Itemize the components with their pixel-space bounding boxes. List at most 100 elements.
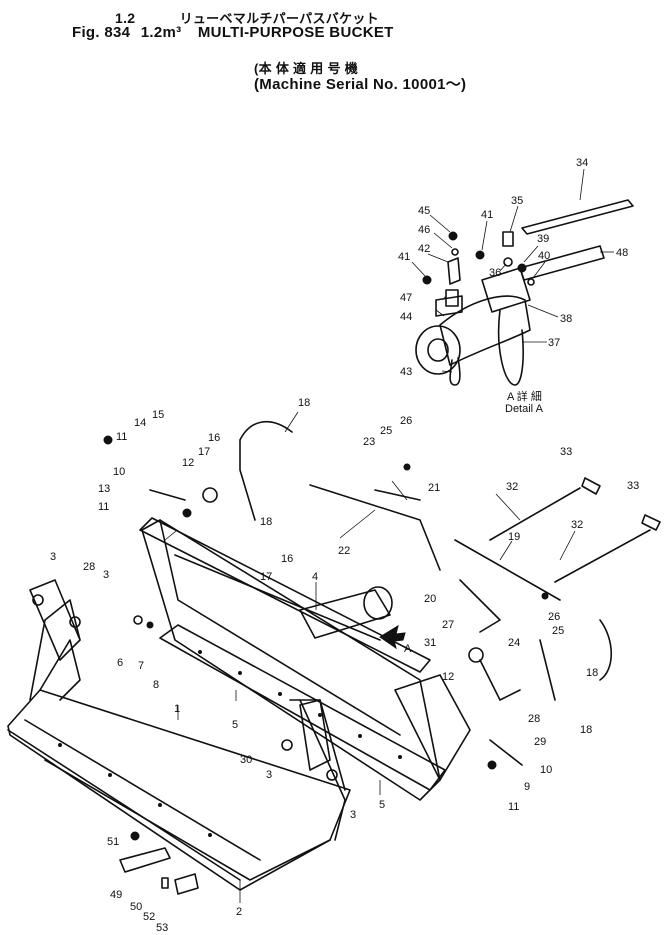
bolt-35 bbox=[502, 231, 514, 247]
callout-3b: 3 bbox=[103, 569, 109, 581]
callout-8: 8 bbox=[153, 679, 159, 691]
bolt-50 bbox=[161, 877, 169, 889]
callout-19: 19 bbox=[508, 531, 520, 543]
pin-13 bbox=[149, 489, 186, 501]
callout-15: 15 bbox=[152, 409, 164, 421]
callout-10b: 10 bbox=[540, 764, 552, 776]
callout-28a: 28 bbox=[83, 561, 95, 573]
callout-20: 20 bbox=[424, 593, 436, 605]
nut-39 bbox=[517, 263, 527, 273]
callout-40: 40 bbox=[538, 250, 550, 262]
callout-39: 39 bbox=[537, 233, 549, 245]
rod-34 bbox=[521, 199, 634, 235]
washer-46 bbox=[451, 248, 459, 256]
callout-1: 1 bbox=[174, 703, 180, 715]
callout-48: 48 bbox=[616, 247, 628, 259]
pin-3b bbox=[69, 616, 81, 628]
callout-16a: 16 bbox=[208, 432, 220, 444]
section-number: 1.2 bbox=[115, 10, 136, 26]
bolt-6 bbox=[133, 615, 143, 625]
callout-11a: 11 bbox=[116, 431, 127, 443]
callout-36: 36 bbox=[489, 267, 501, 279]
callout-46: 46 bbox=[418, 224, 430, 236]
pin-10 bbox=[489, 739, 523, 766]
callout-18c: 18 bbox=[586, 667, 598, 679]
callout-3c: 3 bbox=[266, 769, 272, 781]
callout-23: 23 bbox=[363, 436, 375, 448]
callout-51: 51 bbox=[107, 836, 119, 848]
hose-32b bbox=[554, 529, 651, 583]
link-12 bbox=[479, 659, 521, 701]
callout-2: 2 bbox=[236, 906, 242, 918]
cap-33a bbox=[581, 477, 601, 495]
callout-37: 37 bbox=[548, 337, 560, 349]
callout-5b: 5 bbox=[379, 799, 385, 811]
bucket-floor-2 bbox=[44, 759, 331, 881]
wire-37 bbox=[497, 309, 524, 386]
cylinder-4 bbox=[299, 589, 391, 639]
cylinder-body bbox=[439, 295, 531, 366]
callout-43: 43 bbox=[400, 366, 412, 378]
callout-13: 13 bbox=[98, 483, 110, 495]
callout-16b: 16 bbox=[281, 553, 293, 565]
cap-33b bbox=[641, 514, 661, 531]
hose-18-mid bbox=[539, 639, 556, 701]
detail-a-assembly bbox=[415, 199, 634, 386]
block-38 bbox=[481, 267, 531, 313]
callout-50: 50 bbox=[130, 901, 142, 913]
pin-3c bbox=[281, 739, 293, 751]
figure-heading: Fig. 834 1.2m³ MULTI-PURPOSE BUCKET bbox=[72, 24, 394, 41]
callout-21: 21 bbox=[428, 482, 440, 494]
callout-44: 44 bbox=[400, 311, 412, 323]
serial-note: (Machine Serial No. 10001～) bbox=[254, 76, 467, 93]
side-plate-right bbox=[394, 674, 471, 781]
callout-26a: 26 bbox=[400, 415, 412, 427]
callout-6: 6 bbox=[117, 657, 123, 669]
cutting-edge bbox=[7, 729, 241, 881]
plate-44 bbox=[435, 295, 463, 317]
callout-22: 22 bbox=[338, 545, 350, 557]
callout-3a: 3 bbox=[50, 551, 56, 563]
callout-32a: 32 bbox=[506, 481, 518, 493]
callout-9: 9 bbox=[524, 781, 530, 793]
nut-11b bbox=[182, 508, 192, 518]
callout-26b: 26 bbox=[548, 611, 560, 623]
callout-31: 31 bbox=[424, 637, 436, 649]
pipe-22 bbox=[309, 484, 441, 571]
nut-41b bbox=[475, 250, 485, 260]
frame-beam bbox=[139, 517, 431, 673]
washer-40 bbox=[527, 278, 535, 286]
tooth-49 bbox=[119, 847, 171, 873]
callout-41: 41 bbox=[481, 209, 493, 221]
side-plate-left bbox=[29, 579, 81, 661]
nut-45 bbox=[448, 231, 458, 241]
bracket-48 bbox=[519, 245, 605, 281]
pipe-21 bbox=[374, 489, 421, 501]
callout-12b: 12 bbox=[442, 671, 454, 683]
callout-28b: 28 bbox=[528, 713, 540, 725]
hose-18-top bbox=[239, 420, 293, 441]
callout-45: 45 bbox=[418, 205, 430, 217]
serial-note-jp: (本 体 適 用 号 機 bbox=[254, 61, 358, 76]
callout-14: 14 bbox=[134, 417, 146, 429]
nut-26 bbox=[403, 463, 411, 471]
bucket-assembly bbox=[7, 517, 471, 895]
callout-18a: 18 bbox=[298, 397, 310, 409]
detail-a-arrow-label: A bbox=[404, 643, 412, 655]
callout-11b: 11 bbox=[98, 501, 109, 513]
bucket-size: 1.2m³ bbox=[140, 24, 182, 41]
callout-18b: 18 bbox=[260, 516, 272, 528]
pin-3a bbox=[32, 594, 44, 606]
nut-26b bbox=[541, 592, 549, 600]
leader-lines bbox=[164, 168, 614, 903]
bracket-42 bbox=[447, 257, 461, 285]
callout-4: 4 bbox=[312, 571, 318, 583]
callout-17a: 17 bbox=[198, 446, 210, 458]
pin-3d bbox=[326, 769, 338, 781]
callout-10a: 10 bbox=[113, 466, 125, 478]
callout-52: 52 bbox=[143, 911, 155, 923]
callout-27: 27 bbox=[442, 619, 454, 631]
callout-35: 35 bbox=[511, 195, 523, 207]
nut-8 bbox=[146, 621, 154, 629]
callout-3d: 3 bbox=[350, 809, 356, 821]
